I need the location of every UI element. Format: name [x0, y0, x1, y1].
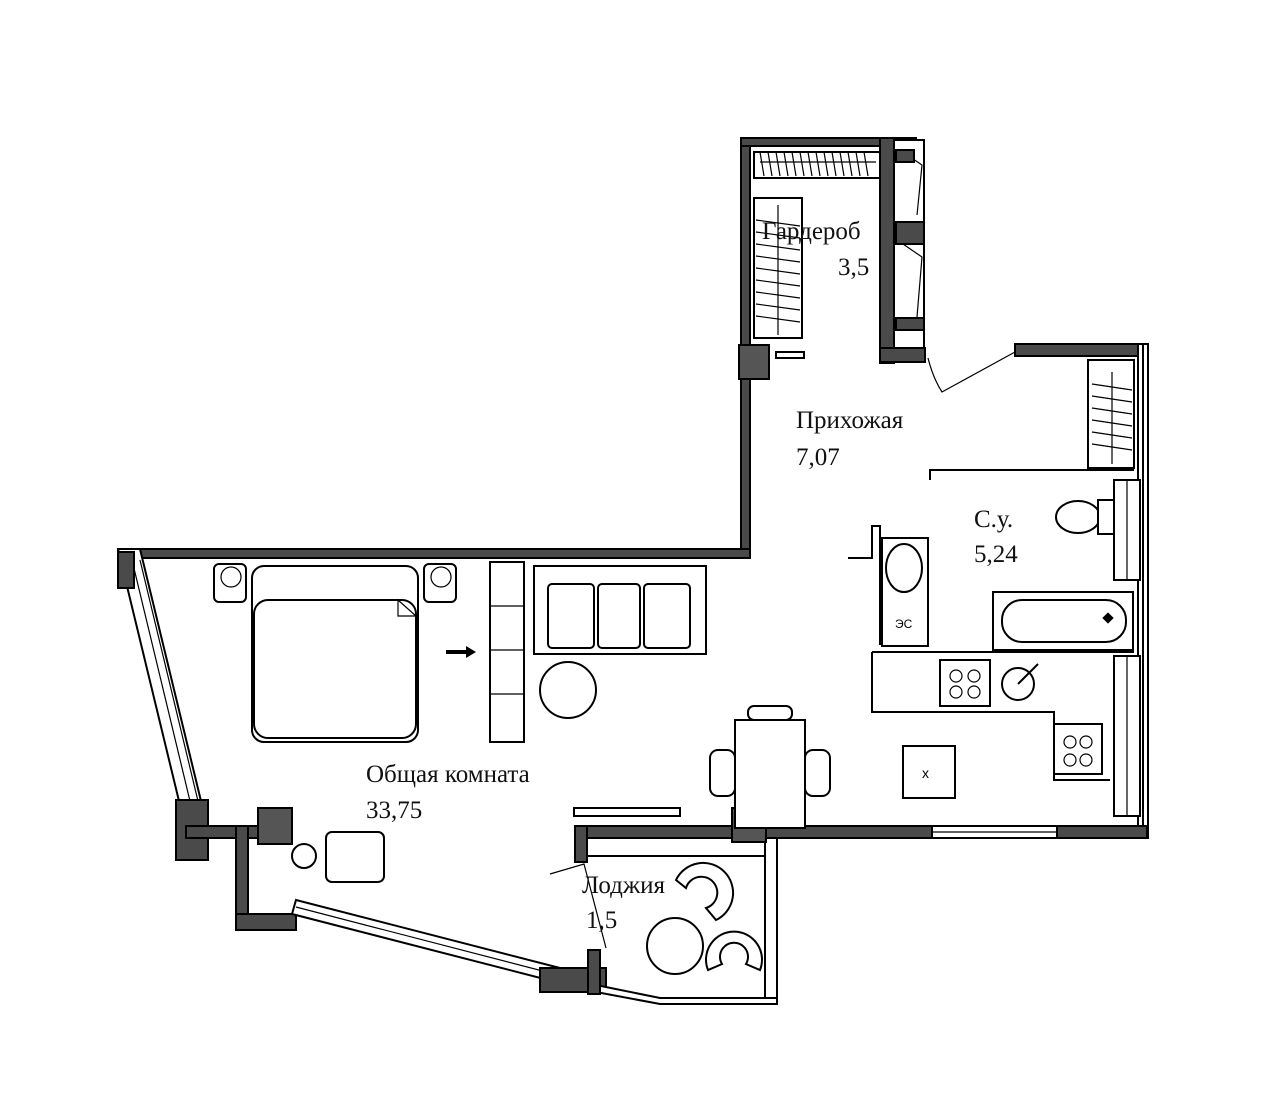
- living-area: 33,75: [366, 797, 422, 824]
- bathroom-left-partition: [848, 525, 881, 645]
- dining-set: [709, 705, 831, 829]
- fridge-mark: x: [922, 765, 929, 781]
- wardrobe-bottom-wall: [879, 347, 926, 363]
- wardrobe-stub-1: [895, 149, 915, 163]
- loggia-furniture: [549, 861, 763, 975]
- loggia-chair-2: [705, 930, 763, 972]
- chair-top: [747, 705, 793, 721]
- armchair: [325, 831, 385, 883]
- hob-2: [1053, 723, 1103, 775]
- loggia-name: Лоджия: [582, 872, 665, 899]
- loggia-chair-1: [674, 861, 735, 922]
- living-window-line-2: [139, 559, 205, 827]
- kitchen-counter-outline: [871, 652, 1110, 781]
- wardrobe-shelving: [753, 149, 925, 359]
- wardrobe-area: 3,5: [838, 254, 869, 281]
- column-hall: [738, 344, 770, 380]
- sink-basin-icon: [885, 543, 923, 593]
- living-name: Общая комната: [366, 761, 530, 788]
- chair-right: [804, 749, 831, 797]
- coffee-table: [539, 661, 597, 719]
- tv-stand: [573, 807, 681, 817]
- living-step-wall-left: [235, 825, 249, 927]
- bed-arrow-icon: [446, 646, 476, 658]
- nightstand-left: [213, 563, 247, 603]
- bottom-window-line: [295, 906, 559, 976]
- loggia-right-wall: [764, 837, 778, 999]
- bathroom-name: С.у.: [974, 506, 1013, 533]
- toilet-tank: [1097, 499, 1115, 535]
- bathroom-top-partition: [929, 469, 1134, 480]
- living-left-corner: [117, 551, 135, 589]
- right-window-frames: [1113, 479, 1141, 817]
- wardrobe-top-rail: [753, 151, 881, 179]
- outer-walls: [116, 137, 1149, 1005]
- toilet-bowl: [1055, 500, 1101, 534]
- wardrobe-shelf-edge: [775, 351, 805, 359]
- living-step-wall-top: [185, 825, 267, 839]
- hallway-name: Прихожая: [796, 407, 904, 434]
- living-step-corner: [235, 913, 297, 931]
- column-living-left: [257, 807, 293, 845]
- loggia-bottom-wall: [595, 983, 778, 1005]
- hall-closet: [1087, 359, 1135, 469]
- kitchen-bottom-right-wall: [1056, 825, 1148, 839]
- hall-closet-shelving: [1091, 372, 1133, 464]
- room-labels: Гардероб 3,5 Прихожая 7,07 С.у. 5,24 Общ…: [366, 218, 1018, 934]
- fridge: [902, 745, 956, 799]
- loggia-door[interactable]: [549, 863, 607, 949]
- entrance-door[interactable]: [927, 351, 1016, 393]
- living-furniture: [213, 561, 707, 883]
- hob: [939, 659, 991, 707]
- wardrobe-name: Гардероб: [762, 218, 861, 245]
- loggia-table: [646, 917, 704, 975]
- bookshelf: [489, 561, 525, 743]
- side-table: [291, 843, 317, 869]
- wardrobe-right-wall: [879, 137, 895, 364]
- bed-blanket: [253, 599, 417, 739]
- hallway-area: 7,07: [796, 444, 840, 471]
- loggia-left-stub: [587, 949, 601, 995]
- wardrobe-stub-3: [895, 317, 925, 331]
- nightstand-right: [423, 563, 457, 603]
- bathtub-inner: [1001, 599, 1127, 643]
- bathroom-fixtures: ЭС: [881, 499, 1134, 651]
- washer-mark: ЭС: [895, 617, 913, 631]
- chair-left: [709, 749, 736, 797]
- bathtub-drain: [1102, 612, 1114, 624]
- bathroom-area: 5,24: [974, 541, 1018, 568]
- loggia-area: 1,5: [586, 907, 617, 934]
- dining-table: [734, 719, 806, 829]
- bed-corner-fold: [397, 598, 418, 617]
- loggia-top-left-wall: [574, 825, 588, 863]
- kitchen-fixtures: x: [902, 659, 1103, 799]
- hall-top-right-wall: [1014, 343, 1144, 357]
- living-window-line-1: [131, 559, 197, 827]
- wardrobe-stub-2: [895, 221, 925, 245]
- living-top-wall: [117, 548, 751, 559]
